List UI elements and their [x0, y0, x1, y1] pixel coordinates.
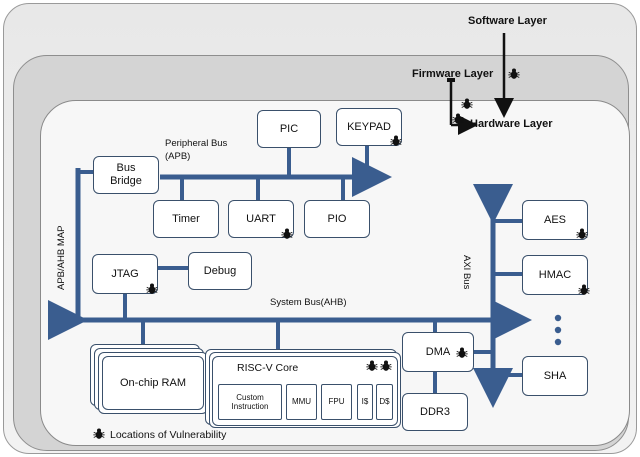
icache-block: I$ — [357, 384, 373, 420]
debug-label: Debug — [203, 264, 237, 277]
pio-block: PIO — [304, 200, 370, 238]
ddr3-block: DDR3 — [402, 393, 468, 431]
system-bus-label: System Bus(AHB) — [270, 297, 347, 308]
bug-icon — [146, 283, 158, 294]
apb-ahb-map-label: APB/AHB MAP — [56, 225, 67, 290]
dcache-label: D$ — [379, 397, 390, 407]
aes-block: AES — [522, 200, 588, 240]
ellipsis-dot — [554, 314, 562, 322]
bug-icon — [576, 228, 588, 239]
firmware-layer-label: Firmware Layer — [412, 68, 494, 80]
sha-block: SHA — [522, 356, 588, 396]
bug-icon — [461, 98, 473, 109]
custom-instruction-label-line2: Instruction — [231, 402, 269, 411]
icache-label: I$ — [361, 397, 369, 407]
bug-icon — [456, 347, 468, 358]
hmac-block: HMAC — [522, 255, 588, 295]
onchip-ram-label: On-chip RAM — [119, 376, 187, 389]
legend-label: Locations of Vulnerability — [110, 429, 227, 441]
bug-icon — [578, 284, 590, 295]
axi-bus-label: AXI Bus — [461, 255, 472, 290]
keypad-label: KEYPAD — [347, 120, 391, 133]
dma-label: DMA — [425, 345, 451, 358]
debug-block: Debug — [188, 252, 252, 290]
riscv-core-label: RISC-V Core — [237, 362, 299, 374]
pic-label: PIC — [279, 122, 299, 135]
hmac-label: HMAC — [538, 268, 572, 281]
bug-icon — [366, 360, 378, 371]
bug-icon — [452, 113, 464, 124]
hardware-layer-label: Hardware Layer — [470, 118, 553, 130]
mmu-label: MMU — [291, 397, 312, 407]
ellipsis-dot — [554, 326, 562, 334]
peripheral-bus-label: Peripheral Bus — [165, 138, 228, 149]
bug-icon — [390, 135, 402, 146]
bus-bridge-label-line2: Bridge — [110, 175, 142, 187]
bug-icon — [380, 360, 392, 371]
dcache-block: D$ — [376, 384, 393, 420]
peripheral-bus-sublabel: (APB) — [165, 151, 191, 162]
fpu-block: FPU — [321, 384, 352, 420]
pio-label: PIO — [327, 212, 347, 225]
uart-label: UART — [246, 212, 276, 225]
custom-instruction-block: Custom Instruction — [218, 384, 282, 420]
ellipsis-dot — [554, 338, 562, 346]
pic-block: PIC — [257, 110, 321, 148]
fpu-label: FPU — [328, 397, 345, 407]
aes-label: AES — [543, 213, 566, 226]
uart-block: UART — [228, 200, 294, 238]
onchip-ram-block: On-chip RAM — [102, 356, 204, 410]
software-layer-label: Software Layer — [468, 15, 547, 27]
bug-icon — [93, 428, 105, 439]
custom-instruction-label-line1: Custom — [236, 392, 264, 402]
bug-icon — [508, 68, 520, 79]
bus-bridge-block: Bus Bridge — [93, 156, 159, 194]
timer-label: Timer — [172, 212, 200, 225]
keypad-block: KEYPAD — [336, 108, 402, 146]
bus-bridge-label-line1: Bus — [116, 162, 136, 175]
timer-block: Timer — [153, 200, 219, 238]
ddr3-label: DDR3 — [420, 405, 450, 418]
jtag-label: JTAG — [111, 267, 139, 280]
mmu-block: MMU — [286, 384, 317, 420]
bug-icon — [281, 228, 293, 239]
sha-label: SHA — [543, 369, 567, 382]
